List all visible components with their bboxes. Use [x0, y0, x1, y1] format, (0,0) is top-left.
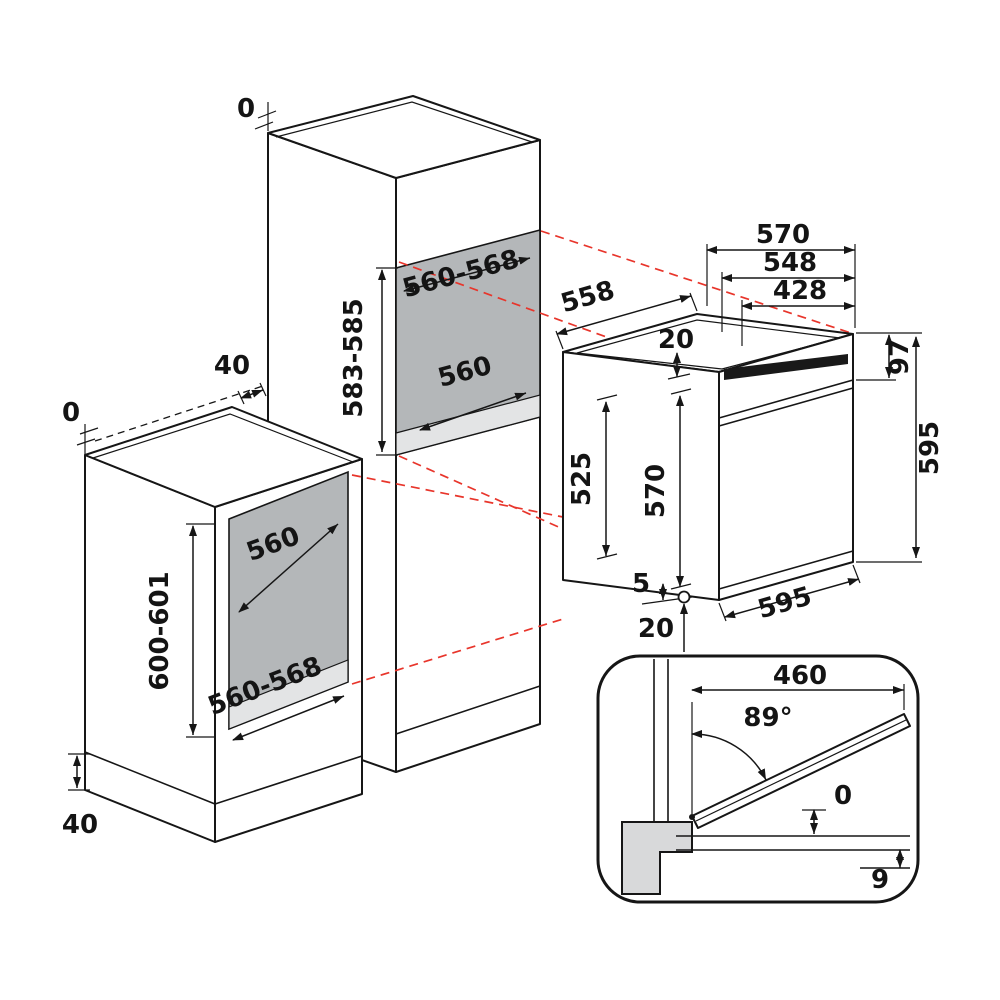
dim-tall-niche-height: 583-585: [339, 298, 369, 417]
oven-control-panel: [724, 354, 848, 380]
plinth-section-block: [621, 821, 693, 895]
dim-tall-wall-gap: 0: [237, 94, 255, 124]
tall-cabinet-top-face: [267, 95, 541, 179]
dim-base-wall-gap: 0: [62, 398, 80, 428]
dim-door-projection: 460: [773, 661, 827, 691]
dim-oven-front-gap: 20: [638, 614, 674, 644]
dim-base-rear-gap: 40: [214, 351, 250, 381]
dim-door-worktop-gap: 0: [834, 781, 852, 811]
door-hinge-pivot: [689, 814, 695, 820]
base-cabinet-top-face: [84, 406, 363, 508]
dim-oven-overall-width: 570: [756, 220, 810, 250]
dim-oven-depth: 558: [558, 275, 618, 319]
dim-oven-overall-height: 595: [915, 421, 945, 475]
dim-oven-cavity-height: 525: [567, 452, 597, 506]
dim-door-drop: 9: [871, 865, 889, 895]
door-detail-inset: [596, 654, 920, 904]
dim-base-niche-height: 600-601: [145, 571, 175, 690]
door-angle-arc: [691, 729, 767, 781]
tall-cabinet-plinth-line: [395, 685, 541, 735]
dim-oven-front-height: 570: [641, 464, 671, 518]
dim-oven-rear-foot-gap: 5: [632, 569, 650, 599]
base-cabinet: [68, 382, 363, 843]
dim-door-opening-angle: 89°: [743, 703, 792, 733]
wall-reference-line: [94, 384, 267, 442]
dim-oven-inner-width: 428: [773, 276, 827, 306]
dim-oven-fascia-height: 97: [885, 339, 915, 375]
tall-cabinet-front-face: [395, 139, 541, 773]
detail-reference-circle: [677, 590, 691, 604]
dim-oven-top-recess: 20: [658, 325, 694, 355]
oven-fascia-line: [718, 379, 854, 419]
dim-oven-body-width: 548: [763, 248, 817, 278]
dim-base-plinth-recess: 40: [62, 810, 98, 840]
base-cabinet-plinth-line: [84, 751, 216, 805]
